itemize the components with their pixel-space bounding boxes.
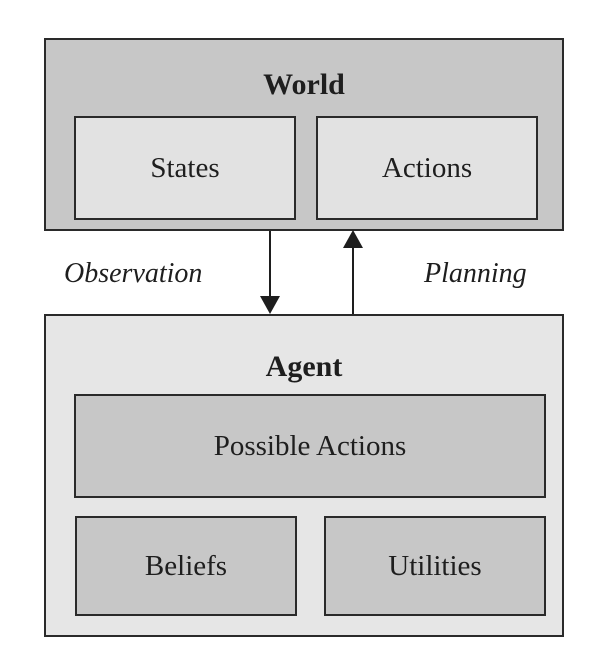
beliefs-label: Beliefs: [144, 549, 228, 582]
observation-arrow: [260, 231, 280, 314]
actions-box: Actions: [316, 116, 538, 220]
beliefs-box: Beliefs: [75, 516, 297, 616]
planning-label: Planning: [424, 258, 527, 289]
agent-title: Agent: [265, 350, 343, 383]
world-title: World: [263, 68, 345, 101]
states-label: States: [150, 151, 220, 184]
planning-arrow: [343, 230, 363, 314]
actions-label: Actions: [381, 151, 473, 184]
possible-actions-box: Possible Actions: [74, 394, 546, 498]
utilities-label: Utilities: [388, 549, 482, 582]
possible-actions-label: Possible Actions: [213, 429, 407, 462]
observation-label: Observation: [64, 258, 203, 289]
utilities-box: Utilities: [324, 516, 546, 616]
states-box: States: [74, 116, 296, 220]
